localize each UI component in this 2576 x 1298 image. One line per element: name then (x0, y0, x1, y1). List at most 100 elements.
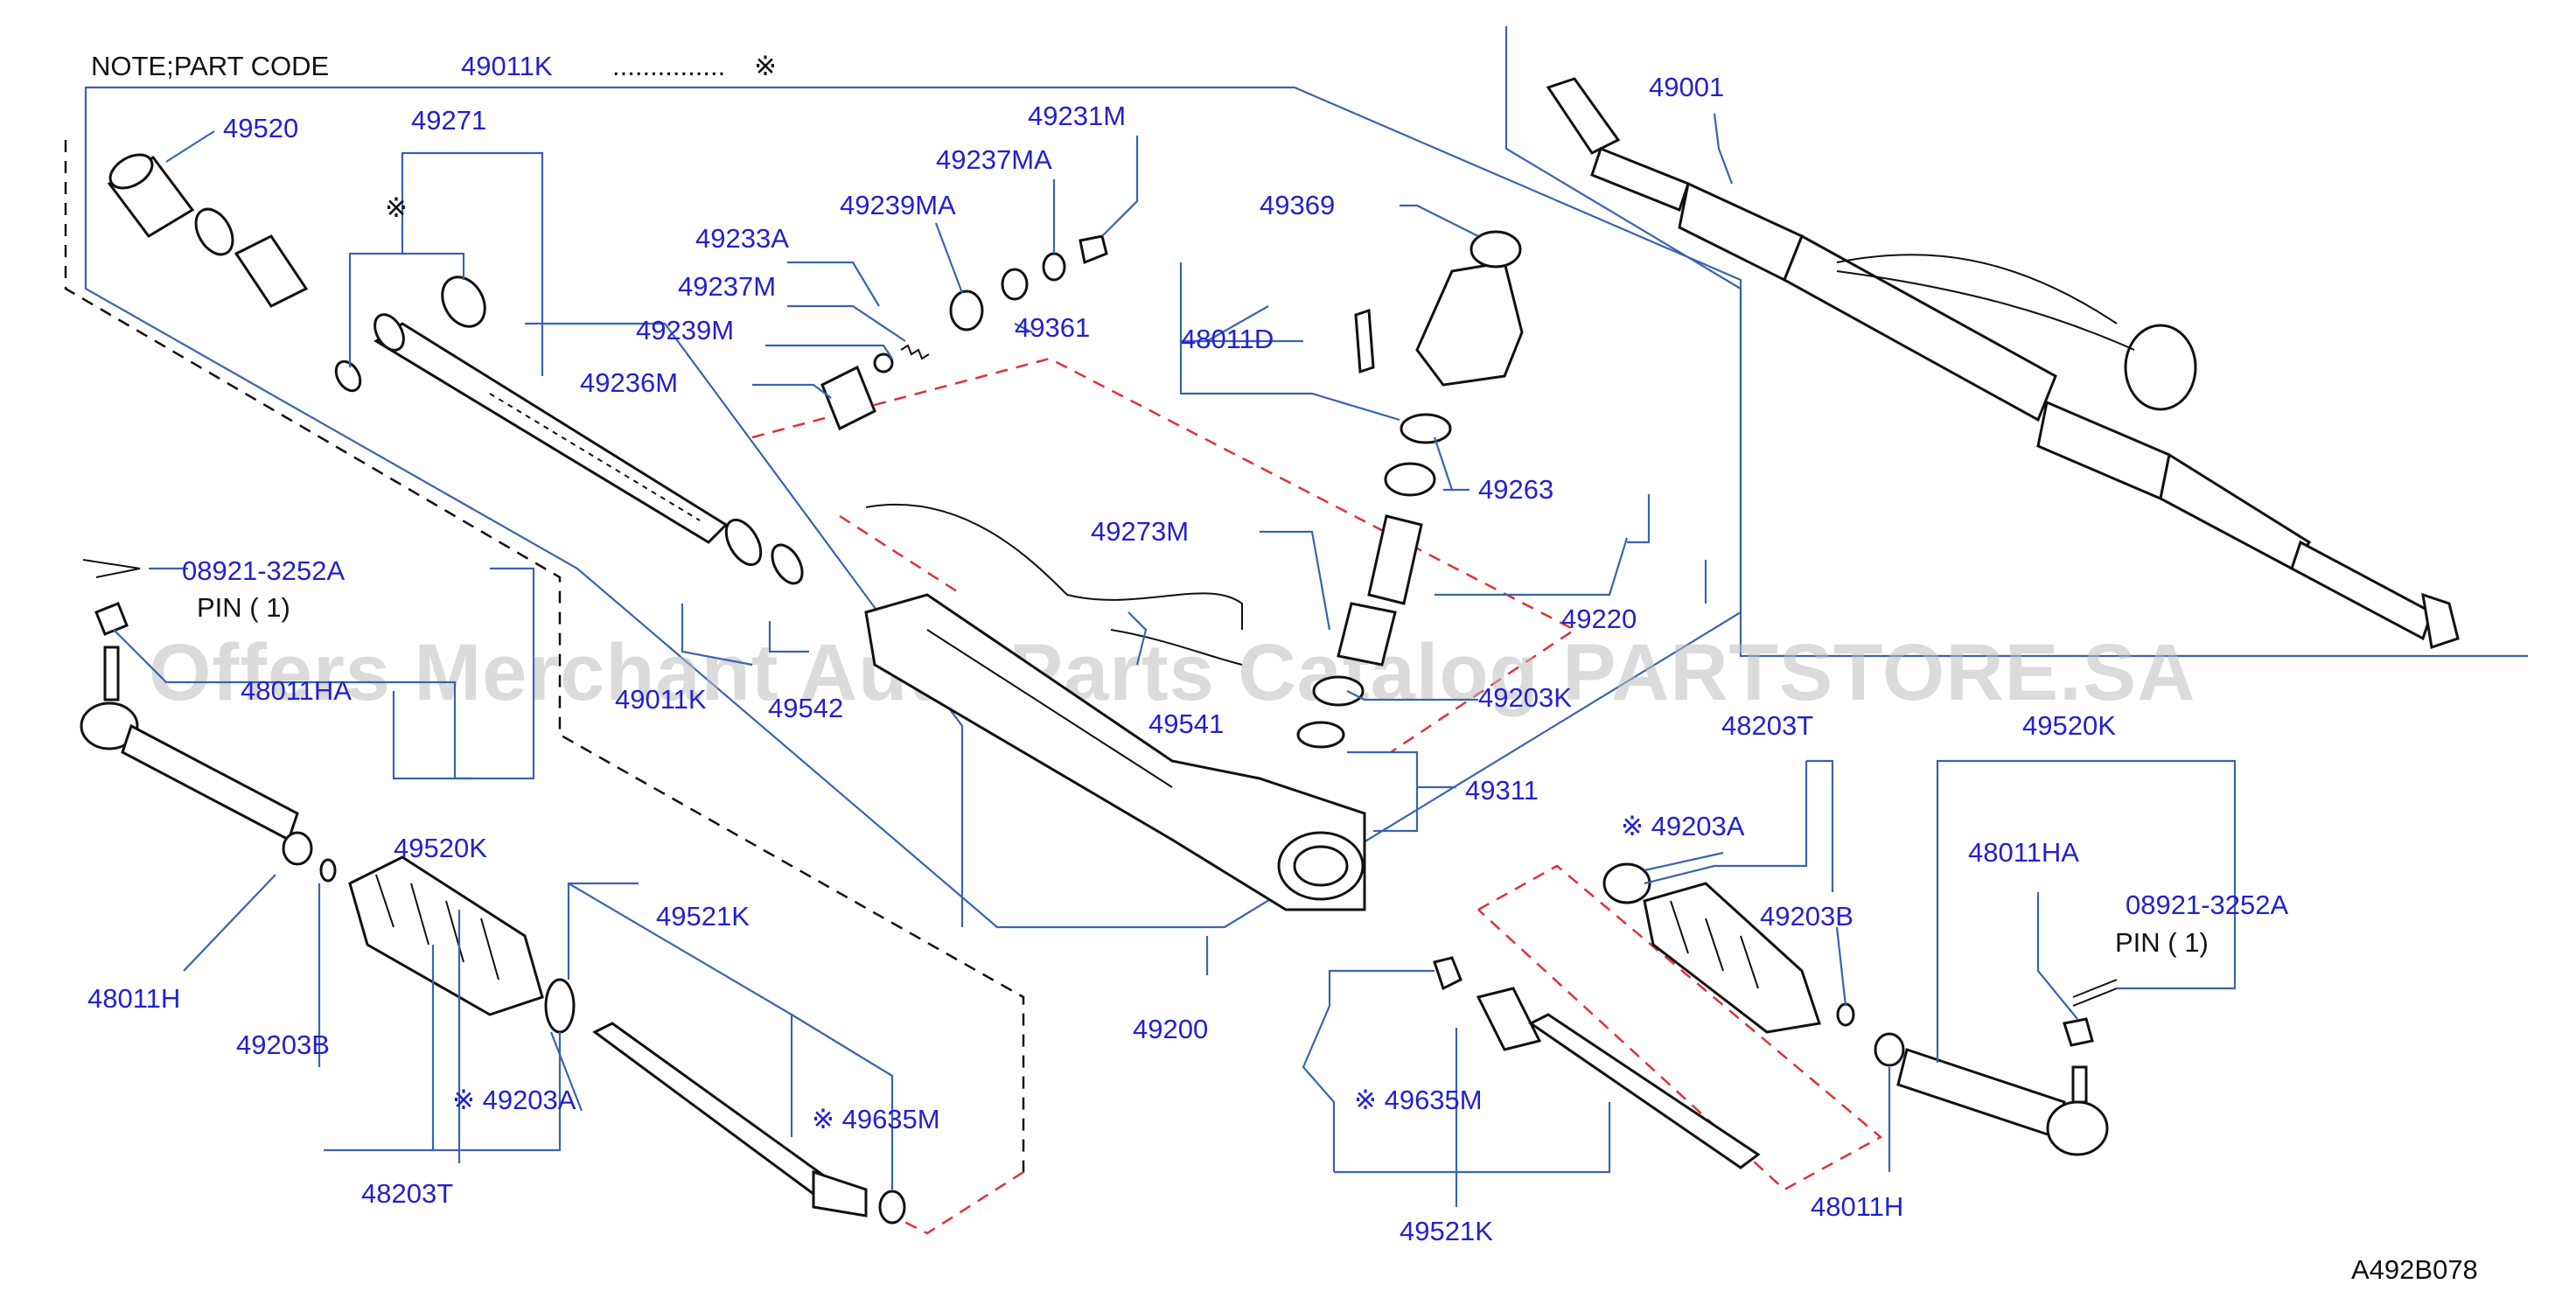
label-49635M-right: ※ 49635M (1354, 1085, 1483, 1115)
label-49521K-left: 49521K (656, 901, 750, 932)
tube-49273M (865, 503, 1243, 630)
sleeve-49520 (234, 234, 309, 308)
washer-49635M-left (878, 1190, 906, 1225)
note-prefix: NOTE;PART CODE (91, 51, 329, 81)
ring-49239M (873, 352, 894, 373)
washer-49635M-right (1433, 956, 1463, 991)
label-49541: 49541 (1148, 708, 1224, 739)
label-48011H-right: 48011H (1811, 1191, 1903, 1222)
inner-tie-rod-49521K-right (1476, 987, 1761, 1169)
guide-dashed-left (64, 140, 1025, 1181)
bushing-49520 (107, 153, 195, 238)
label-48011HA-left: 48011HA (241, 675, 352, 706)
label-49001: 49001 (1649, 72, 1724, 102)
label-48203T-right: 48203T (1721, 710, 1813, 741)
label-49520K-right: 49520K (2022, 710, 2116, 741)
guide-red-rack (751, 357, 1577, 754)
label-49239MA: 49239MA (840, 190, 956, 220)
assembly-frame-49001 (1504, 26, 2528, 658)
nut-48011H-left (282, 831, 313, 866)
label-49263: 49263 (1478, 474, 1553, 505)
pinion-housing-48011D (1415, 261, 1524, 387)
valve-49236M (820, 365, 876, 431)
pin-08921-right (2072, 979, 2118, 1007)
label-48011D: 48011D (1181, 324, 1274, 354)
leader-lines (113, 113, 2237, 1207)
note-dots: ............... (612, 51, 725, 81)
pinion-49220 (1337, 514, 1423, 666)
seal-49271 (441, 276, 486, 328)
spring-49237M (900, 344, 930, 360)
label-49011K: 49011K (615, 684, 707, 715)
label-49271: 49271 (411, 105, 486, 136)
cap-49369 (1470, 230, 1522, 269)
ring-49237MA (1001, 268, 1029, 301)
label-49200: 49200 (1133, 1014, 1208, 1044)
label-49520K-left: 49520K (394, 833, 487, 863)
label-49237M: 49237M (678, 271, 776, 302)
note-mark: ※ (754, 51, 777, 81)
label-48011HA-right: 48011HA (1968, 837, 2079, 868)
label-49311: 49311 (1465, 775, 1539, 806)
seal-49263-top (1400, 413, 1452, 444)
ring-49542 (771, 543, 804, 585)
bolt-48011D (1354, 308, 1375, 374)
label-49233A: 49233A (695, 223, 789, 254)
assembly-frame-49011K (84, 86, 1742, 929)
ring-49271 (334, 359, 362, 393)
bush-49542 (724, 518, 763, 567)
boot-48203T-right (1643, 882, 1821, 1034)
note-part-code: 49011K (461, 51, 553, 81)
guide-red-tube (839, 514, 963, 597)
pin-08921-left (82, 559, 141, 578)
label-49231M: 49231M (1028, 101, 1126, 131)
label-49361: 49361 (1015, 312, 1090, 343)
label-49236M: 49236M (580, 367, 678, 398)
boot-48203T-left (348, 855, 544, 1016)
inner-tie-rod-49521K-left (592, 1022, 868, 1218)
label-49273M: 49273M (1091, 516, 1189, 547)
label-49203A-left: ※ 49203A (452, 1085, 576, 1115)
rack-housing-49200 (864, 593, 1366, 911)
seal-49239MA (949, 290, 984, 331)
nut-48011HA-left (94, 602, 129, 636)
label-08921-right: 08921-3252A (2126, 890, 2288, 920)
tie-rod-end-49520K-right (1896, 1048, 2109, 1156)
nut-48011HA-right (2063, 1017, 2094, 1047)
label-49237MA: 49237MA (936, 144, 1052, 175)
label-49635M-left: ※ 49635M (812, 1104, 940, 1134)
catalog-code: A492B078 (2351, 1254, 2478, 1285)
label-pin-left: PIN ( 1) (197, 592, 290, 623)
ring-49203B-right (1836, 1002, 1855, 1027)
ring-49231M-small (1042, 252, 1066, 282)
label-49203A-right: ※ 49203A (1621, 811, 1745, 841)
label-49239M: 49239M (636, 315, 734, 345)
assembly-frame-inner-49200 (525, 322, 964, 927)
label-49203K: 49203K (1478, 682, 1572, 713)
watermark: Offers Merchant Auto Parts Catalog PARTS… (149, 628, 2196, 717)
plug-49231M (1079, 234, 1108, 265)
label-49203B-left: 49203B (236, 1029, 330, 1060)
label-pin-right: PIN ( 1) (2115, 927, 2209, 958)
label-48011H-left: 48011H (87, 983, 180, 1014)
seal-49263 (1384, 462, 1436, 497)
guide-red-right-end (1477, 864, 1883, 1191)
guide-red-left-end (891, 1170, 1024, 1235)
clamp-49203A-left (544, 978, 576, 1034)
ring-49203K (1312, 675, 1365, 707)
tie-rod-end-49520K-left (80, 646, 299, 842)
seal-49311 (1296, 721, 1345, 749)
clamp-49203A-right (1602, 862, 1651, 904)
label-08921-left: 08921-3252A (182, 555, 345, 586)
nut-48011H-right (1874, 1032, 1905, 1067)
label-49521K-right: 49521K (1400, 1216, 1493, 1246)
rack-49271 (373, 313, 729, 544)
ring-49203B-left (319, 858, 337, 883)
label-49271-mark: ※ (385, 192, 408, 223)
label-49369: 49369 (1260, 190, 1335, 220)
tube-49541 (1110, 629, 1243, 666)
label-49220: 49220 (1561, 604, 1637, 634)
complete-assembly-49001 (1546, 77, 2460, 649)
label-49542: 49542 (768, 693, 843, 723)
